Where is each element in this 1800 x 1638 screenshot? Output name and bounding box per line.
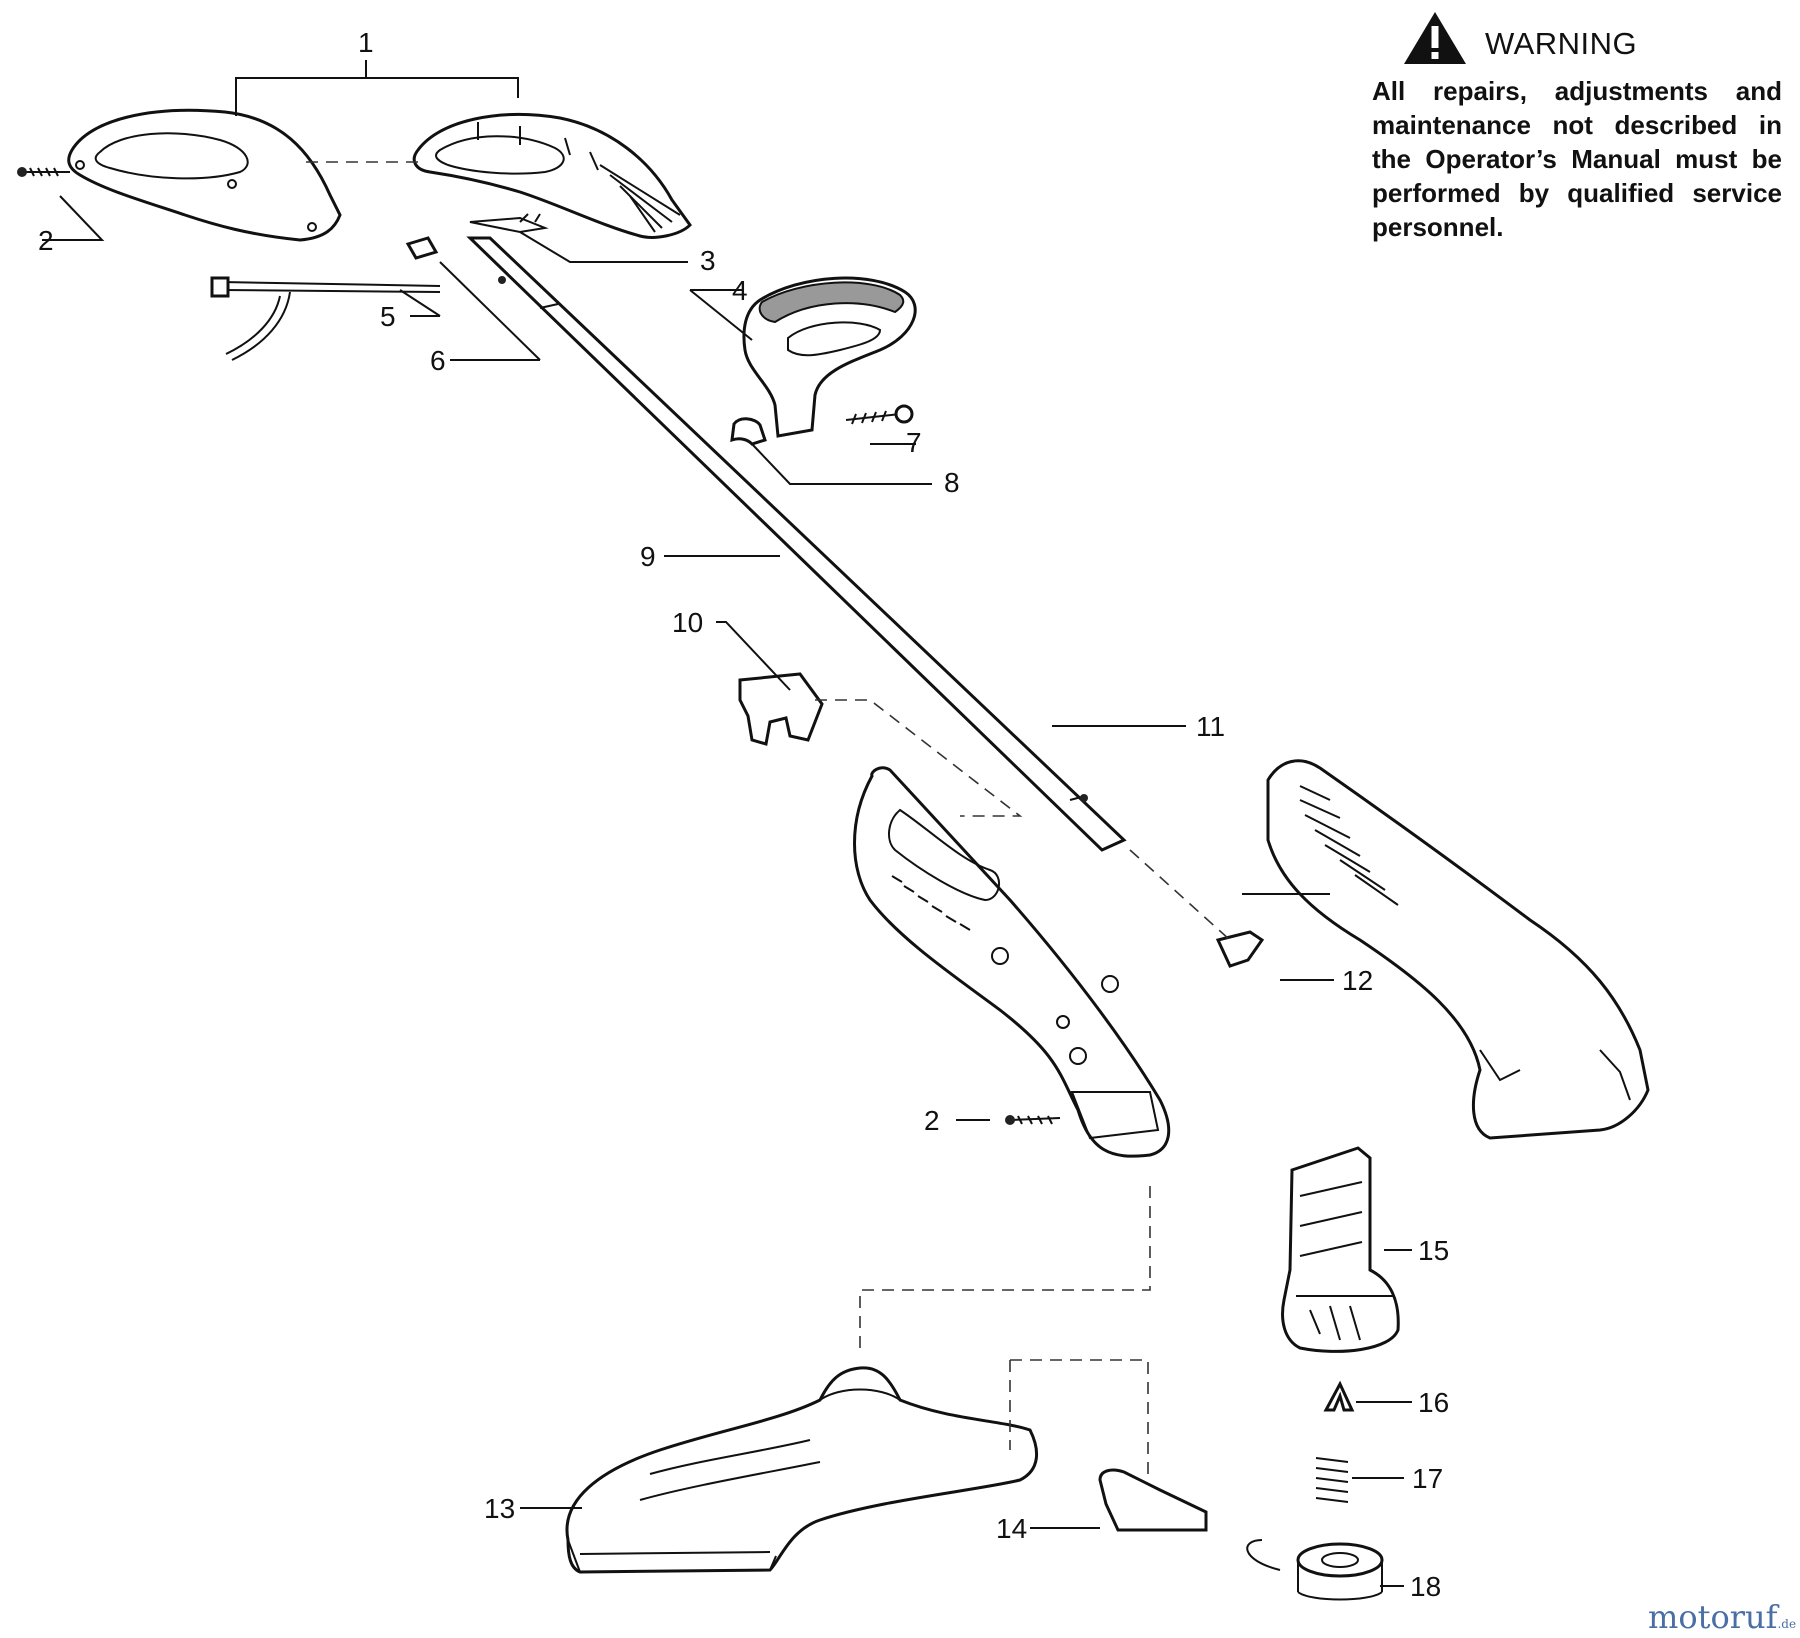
part-15-motor [1281,1146,1412,1353]
part-label-4: 4 [732,275,748,306]
part-label-17: 17 [1412,1463,1443,1494]
part-label-12: 12 [1342,965,1373,996]
part-label-13: 13 [484,1493,515,1524]
part-18-spool [1246,1539,1404,1601]
part-8-knob [730,417,932,485]
part-label-8: 8 [944,467,960,498]
part-label-11: 11 [1196,711,1225,742]
part-label-18: 18 [1410,1571,1441,1602]
part-label-7: 7 [906,427,922,458]
watermark-logo: motoruf.de [1648,1598,1796,1636]
part-label-9: 9 [640,541,656,572]
part-13-guard [520,1366,1039,1574]
part-label-15: 15 [1418,1235,1449,1266]
watermark-suffix: .de [1777,1617,1797,1631]
watermark-brand: motoruf [1648,1598,1778,1636]
part-label-16: 16 [1418,1387,1449,1418]
part-5-power-cord [210,276,441,361]
part-9-shaft [466,236,1127,852]
part-2-screw-middle [859,1115,1151,1350]
warning-triangle-icon [1404,12,1466,64]
part-label-14: 14 [996,1513,1027,1544]
part-3-switch [469,213,688,263]
part-label-10: 10 [672,607,703,638]
part-label-5: 5 [380,301,396,332]
part-12-wire-connector [1129,849,1334,981]
part-16-retainer [1323,1380,1412,1412]
part-label-2-top: 2 [38,225,54,256]
part-2-screw-top [17,167,105,241]
part-17-spring [1315,1457,1404,1503]
part-label-6: 6 [430,345,446,376]
part-labels: 1 2 3 4 5 6 7 8 9 10 11 12 2 13 14 15 16… [38,27,1449,1602]
part-label-3: 3 [700,245,716,276]
part-label-1: 1 [358,27,374,58]
warning-title: WARNING [1485,26,1638,61]
part-label-2-middle: 2 [924,1105,940,1136]
right-main-housing [1242,759,1650,1140]
part-4-auxiliary-handle [689,276,917,438]
part-1-upper-handle-housing [67,60,692,242]
part-14-line-cutter [1009,1359,1208,1532]
part-10-clip [716,621,1023,817]
part-7-bolt [845,404,916,445]
warning-text: All repairs, adjustments and maintenance… [1372,76,1782,242]
part-11-left-main-housing [853,725,1186,1158]
part-6-cord-connector [405,236,541,361]
